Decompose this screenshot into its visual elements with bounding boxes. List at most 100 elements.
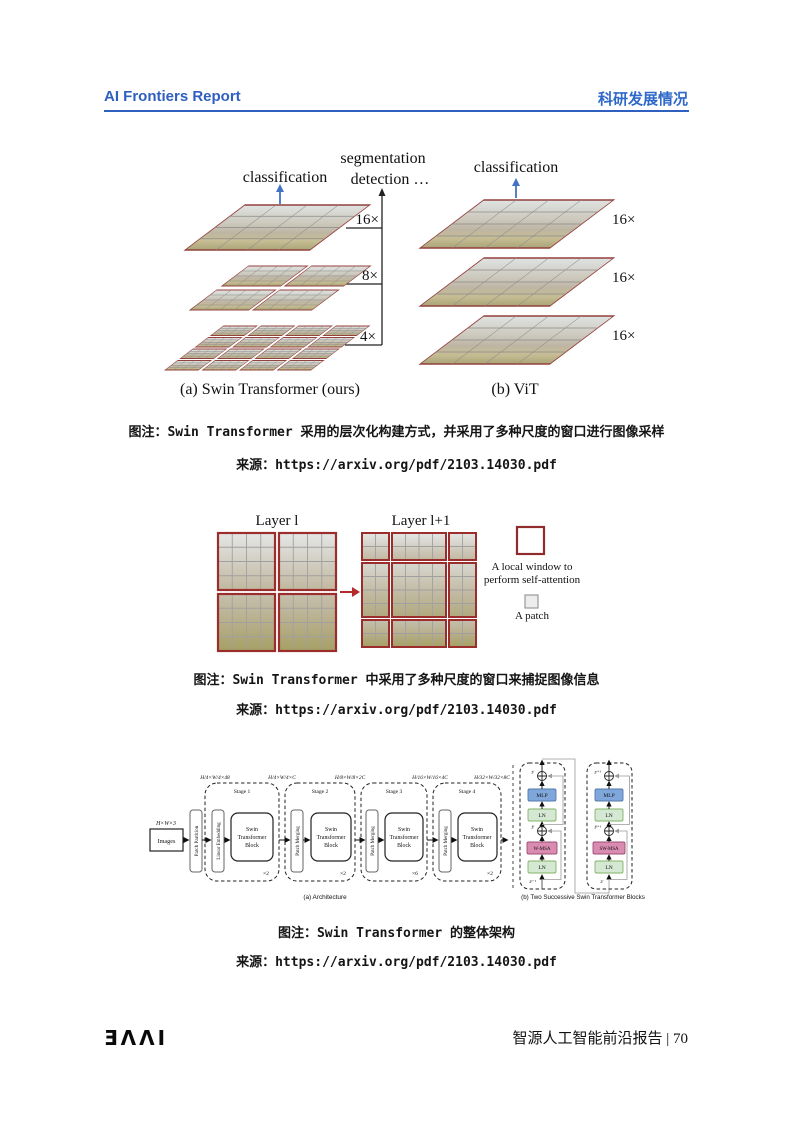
fig3-stage3-box — [360, 782, 428, 882]
fig3-linear-embedding-box — [211, 809, 225, 873]
fig3-input-dim-label: H×W×3 — [155, 821, 176, 827]
fig3-swin-block-detail-left: zˡ⁻¹ LN W-MSA ẑˡ LN MLP zˡ — [519, 759, 566, 890]
legend-window-text-2: perform self-attention — [484, 574, 581, 586]
fig1-classification-left-label: classification — [243, 169, 327, 186]
fig3-tensor-z-l-out: zˡ — [530, 770, 534, 776]
fig3-swin-block-4-l2: Transformer — [463, 834, 492, 841]
fig1-scale-left-16x: 16× — [356, 212, 379, 228]
shifted-window-figure: Layer l Layer l+1 A local window — [216, 513, 581, 653]
swin-architecture-figure: H×W×3 Images Patch Partition H/4×W/4×48 … — [149, 758, 645, 901]
legend-patch-swatch — [524, 594, 539, 609]
header-left-title: AI Frontiers Report — [104, 88, 241, 105]
fig2-shift-arrow-icon — [340, 587, 360, 597]
swin-feature-map-16x — [183, 203, 371, 252]
fig3-ln-3: LN — [605, 865, 612, 871]
fig3-stage2-box — [284, 782, 356, 882]
fig3-dim-2: H/8×W/8×2C — [334, 775, 366, 781]
figure1-source: 来源：https://arxiv.org/pdf/2103.14030.pdf — [236, 458, 557, 473]
fig3-dim-3: H/16×W/16×4C — [411, 775, 448, 781]
fig3-swin-block-2-l1: Swin — [325, 827, 337, 833]
fig1-classification-left-arrow-icon — [276, 184, 284, 204]
fig3-tensor-z-lp1: zˡ⁺¹ — [594, 770, 602, 776]
fig3-patch-merging-label-2: Patch Merging — [371, 826, 376, 856]
vit-feature-map-2 — [418, 256, 615, 308]
header-right-title: 科研发展情况 — [597, 92, 688, 108]
baai-logo: ƎΛΛI — [104, 1026, 169, 1050]
fig3-swin-block-2-l2: Transformer — [317, 834, 346, 841]
swin-feature-map-4x — [164, 325, 371, 371]
fig2-layer-l-label: Layer l — [256, 513, 299, 529]
fig3-swin-block-2-l3: Block — [324, 843, 338, 849]
fig2-layer-l-grid — [216, 531, 338, 653]
fig3-stage2-mult: ×2 — [340, 871, 346, 877]
fig3-swin-block-1-l2: Transformer — [238, 834, 267, 841]
fig3-swin-block-3-l1: Swin — [398, 827, 410, 833]
fig2-layer-l1-label: Layer l+1 — [392, 513, 451, 529]
fig3-ln-2: LN — [538, 813, 545, 819]
fig3-dim-0: H/4×W/4×48 — [199, 775, 230, 781]
legend-window-text-1: A local window to — [492, 561, 573, 573]
fig1-scale-right-3: 16× — [612, 328, 635, 344]
fig3-stage4-mult: ×2 — [487, 871, 493, 877]
fig3-tensor-z-l-in: zˡ — [599, 879, 603, 885]
fig3-stage4-label: Stage 4 — [459, 789, 476, 795]
fig3-swin-block-4-l3: Block — [470, 843, 484, 849]
fig3-sublabel-b: (b) Two Successive Swin Transformer Bloc… — [521, 894, 645, 901]
fig3-patch-partition-label: Patch Partition — [194, 825, 200, 856]
figure2-caption: 图注：Swin Transformer 中采用了多种尺度的窗口来捕捉图像信息 — [193, 673, 600, 688]
fig3-dim-1: H/4×W/4×C — [267, 775, 296, 781]
fig1-classification-right-arrow-icon — [512, 178, 520, 198]
fig3-patch-merging-box-3 — [438, 809, 452, 873]
fig1-scale-connector-lines — [345, 188, 386, 346]
fig1-sublabel-a: (a) Swin Transformer (ours) — [180, 381, 360, 398]
figure3-caption: 图注：Swin Transformer 的整体架构 — [277, 926, 516, 941]
header-rule — [104, 110, 689, 112]
fig1-detection-label: detection … — [351, 171, 430, 188]
fig1-segmentation-label: segmentation — [340, 150, 425, 167]
fig3-swin-block-1-l3: Block — [245, 843, 259, 849]
fig3-swin-block-4-l1: Swin — [471, 827, 483, 833]
fig3-wmsa: W-MSA — [534, 847, 551, 852]
fig3-linear-embedding-label: Linear Embedding — [217, 822, 222, 860]
fig3-swin-block-2 — [310, 812, 352, 862]
fig3-patch-merging-label-1: Patch Merging — [296, 826, 301, 856]
fig1-scale-right-1: 16× — [612, 212, 635, 228]
fig3-sublabel-a: (a) Architecture — [303, 894, 347, 901]
fig3-stage1-box — [204, 782, 280, 882]
fig3-swin-block-1-l1: Swin — [246, 827, 258, 833]
fig3-patch-merging-box-1 — [290, 809, 304, 873]
fig3-swin-block-3-l2: Transformer — [390, 834, 419, 841]
fig3-stage2-label: Stage 2 — [312, 789, 329, 795]
fig3-dim-4: H/32×W/32×8C — [473, 775, 510, 781]
fig1-scale-left-8x: 8× — [362, 268, 378, 284]
fig3-patch-merging-box-2 — [365, 809, 379, 873]
fig3-patch-partition-box — [189, 809, 203, 873]
fig3-ln-1: LN — [538, 865, 545, 871]
fig3-swmsa: SW-MSA — [600, 847, 619, 852]
fig3-swin-block-3 — [384, 812, 424, 862]
footer-report-title-page: 智源人工智能前沿报告 | 70 — [512, 1031, 688, 1047]
fig3-swin-block-detail-right: zˡ LN SW-MSA ẑˡ⁺¹ LN MLP zˡ⁺¹ — [586, 759, 633, 890]
fig3-stage4-box — [432, 782, 502, 882]
fig1-scale-left-4x: 4× — [360, 329, 376, 345]
vit-feature-map-3 — [418, 314, 615, 366]
figure3-source: 来源：https://arxiv.org/pdf/2103.14030.pdf — [236, 955, 557, 970]
fig3-mlp-1: MLP — [536, 793, 547, 799]
fig3-tensor-zhat-lp1: ẑˡ⁺¹ — [594, 825, 602, 831]
swin-vs-vit-figure: classification segmentation detection … … — [164, 150, 635, 398]
fig3-swin-block-1 — [230, 812, 274, 862]
fig3-stage3-mult: ×6 — [412, 871, 418, 877]
figure1-caption: 图注：Swin Transformer 采用的层次化构建方式，并采用了多种尺度的… — [128, 425, 665, 440]
fig3-stage1-label: Stage 1 — [234, 789, 251, 795]
fig3-ln-4: LN — [605, 813, 612, 819]
fig3-swin-block-4 — [457, 812, 498, 862]
vit-feature-map-1 — [418, 198, 615, 250]
legend-window-swatch — [515, 525, 546, 556]
fig3-mlp-2: MLP — [603, 793, 614, 799]
figure2-source: 来源：https://arxiv.org/pdf/2103.14030.pdf — [236, 703, 557, 718]
fig3-stage3-label: Stage 3 — [386, 789, 403, 795]
fig1-sublabel-b: (b) ViT — [491, 381, 538, 398]
fig1-classification-right-label: classification — [474, 159, 558, 176]
fig3-patch-merging-label-3: Patch Merging — [444, 826, 449, 856]
